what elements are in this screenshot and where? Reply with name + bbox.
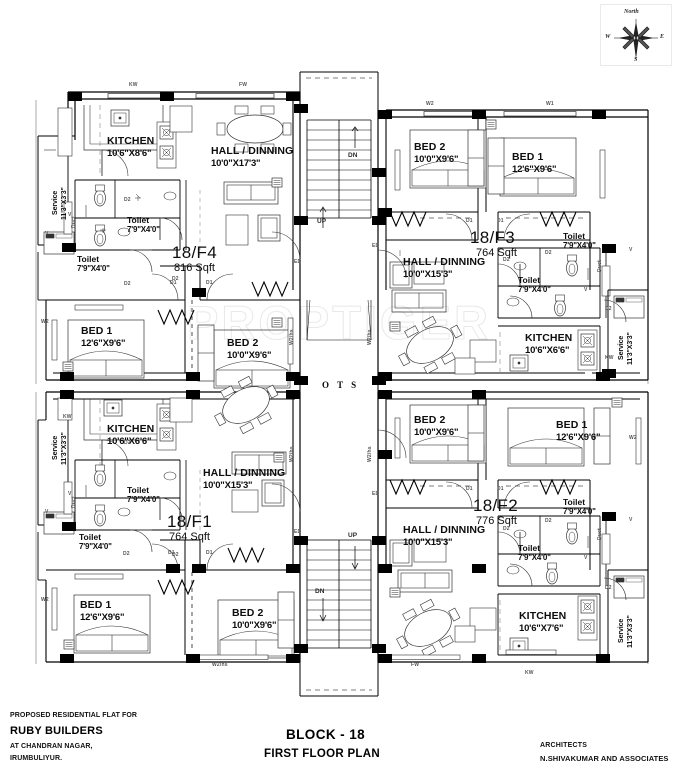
proposed-for-label: PROPOSED RESIDENTIAL FLAT FOR (10, 712, 138, 719)
compass-east-label: E (660, 34, 665, 40)
title-block: PROPOSED RESIDENTIAL FLAT FOR RUBY BUILD… (0, 700, 678, 768)
compass-north-label: North (624, 9, 639, 15)
compass-rose: North E W S (600, 4, 672, 66)
compass-south-label: S (634, 57, 638, 63)
address-line-1: AT CHANDRAN NAGAR, (10, 743, 93, 750)
block-label: BLOCK - 18 (286, 727, 366, 742)
compass-west-label: W (605, 34, 611, 40)
builder-name: RUBY BUILDERS (10, 725, 103, 737)
architects-label: ARCHITECTS (540, 742, 588, 749)
address-line-2: IRUMBULIYUR. (10, 755, 63, 762)
compass-icon (600, 4, 672, 66)
architects-name: N.SHIVAKUMAR AND ASSOCIATES (540, 754, 669, 763)
plan-name-label: FIRST FLOOR PLAN (264, 748, 380, 760)
